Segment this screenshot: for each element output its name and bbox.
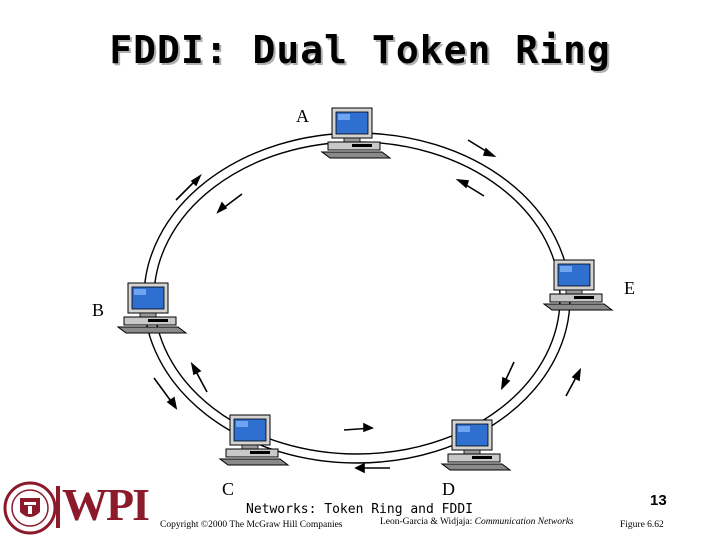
arrow-bottom-left-inner bbox=[190, 361, 208, 393]
computer-icon-d bbox=[441, 419, 511, 471]
computer-icon-e bbox=[543, 259, 613, 311]
ring-arrows bbox=[153, 139, 582, 474]
arrow-top-right-inner bbox=[455, 178, 485, 197]
arrow-top-right-outer bbox=[467, 139, 497, 158]
node-label-c: C bbox=[222, 479, 235, 499]
arrow-bottom-center-outer bbox=[354, 462, 390, 474]
computer-icon-a bbox=[321, 107, 391, 159]
arrow-bottom-right-outer bbox=[565, 367, 582, 397]
node-label-b: B bbox=[92, 300, 105, 320]
page-number: 13 bbox=[650, 492, 667, 509]
wpi-logo-bar bbox=[56, 486, 60, 528]
authors-text: Leon-Garcia & Widjaja: bbox=[380, 517, 473, 527]
node-label-a: A bbox=[296, 106, 309, 126]
computer-icon-c bbox=[219, 414, 289, 466]
copyright-text: Copyright ©2000 The McGraw Hill Companie… bbox=[160, 520, 343, 530]
figure-number: Figure 6.62 bbox=[620, 520, 664, 530]
authors-citation: Leon-Garcia & Widjaja: Communication Net… bbox=[380, 517, 574, 527]
arrow-bottom-right-inner bbox=[500, 361, 515, 391]
book-title: Communication Networks bbox=[474, 517, 574, 527]
arrow-top-left-inner bbox=[216, 193, 243, 214]
inner-ring bbox=[153, 141, 561, 455]
wpi-logo-text: WPI bbox=[62, 479, 150, 530]
node-label-d: D bbox=[442, 479, 455, 499]
node-label-e: E bbox=[624, 278, 635, 298]
footer-title: Networks: Token Ring and FDDI bbox=[246, 502, 473, 517]
computer-icon-b bbox=[117, 282, 187, 334]
arrow-bottom-left-outer bbox=[153, 377, 178, 410]
arrow-top-left-outer bbox=[175, 173, 202, 201]
arrow-bottom-center-inner bbox=[343, 422, 374, 433]
slide-title: FDDI: Dual Token Ring bbox=[109, 28, 611, 72]
wpi-seal-icon bbox=[3, 481, 57, 535]
outer-ring bbox=[143, 132, 571, 464]
